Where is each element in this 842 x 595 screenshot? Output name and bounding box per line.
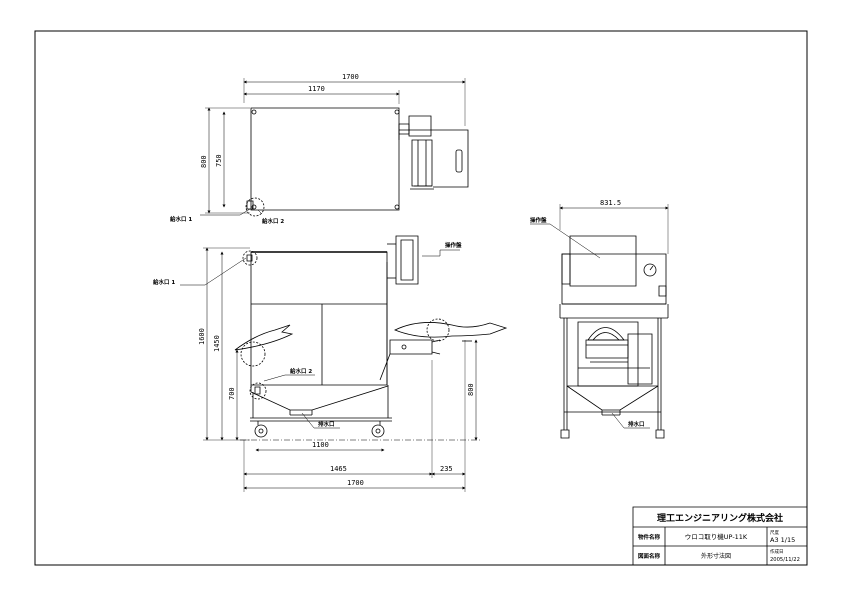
side-dim-1465: 1465 [330,465,347,473]
front-control-panel [570,236,636,286]
side-label-supply-2: 給水口 2 [290,367,312,375]
side-view-body [251,252,387,385]
title-company: 理工エンジニアリング株式会社 [657,512,783,524]
title-date-label: 作成日 [770,548,784,555]
title-item-name-label: 物件名称 [638,533,661,541]
side-dim-235: 235 [440,465,453,473]
side-label-supply-1: 給水口 1 [153,278,175,286]
top-dim-overall: 1700 [342,73,359,81]
side-hopper [251,385,388,410]
top-view [200,78,468,216]
side-control-box [396,236,418,284]
top-label-supply-2: 給水口 2 [262,217,284,225]
side-dim-1700: 1700 [347,479,364,487]
title-scale: A3 1/15 [770,536,795,544]
side-dim-height-total: 1600 [198,328,206,345]
side-view [180,236,506,492]
front-label-control-panel: 操作盤 [530,216,547,224]
side-label-control-panel: 操作盤 [445,241,462,249]
side-dim-height-outlet: 800 [467,383,475,396]
drawing-frame [35,31,807,565]
top-view-body [251,108,399,210]
top-dim-depth: 800 [200,155,208,168]
title-drawing-name: 外形寸法図 [701,552,731,560]
front-label-drain: 排水口 [628,420,645,428]
side-dim-base: 1100 [312,441,329,449]
top-dim-inner-depth: 750 [215,154,223,167]
top-label-supply-1: 給水口 1 [170,215,192,223]
side-fish-outlet [395,322,506,337]
top-supply-port-marker [246,198,264,216]
side-dim-height-lower: 700 [228,387,236,400]
side-dim-height-body: 1450 [213,335,221,352]
side-fish-inlet [235,325,292,350]
front-view [530,204,669,438]
title-drawing-name-label: 図面名称 [638,552,661,560]
front-dim-width: 831.5 [600,199,621,207]
side-label-drain: 排水口 [318,420,335,428]
title-item-name: ウロコ取り機UP-11K [685,532,748,541]
top-dim-body: 1170 [308,85,325,93]
title-block [633,507,807,565]
title-scale-label: 尺度 [770,529,779,536]
title-date: 2005/11/22 [770,557,800,563]
